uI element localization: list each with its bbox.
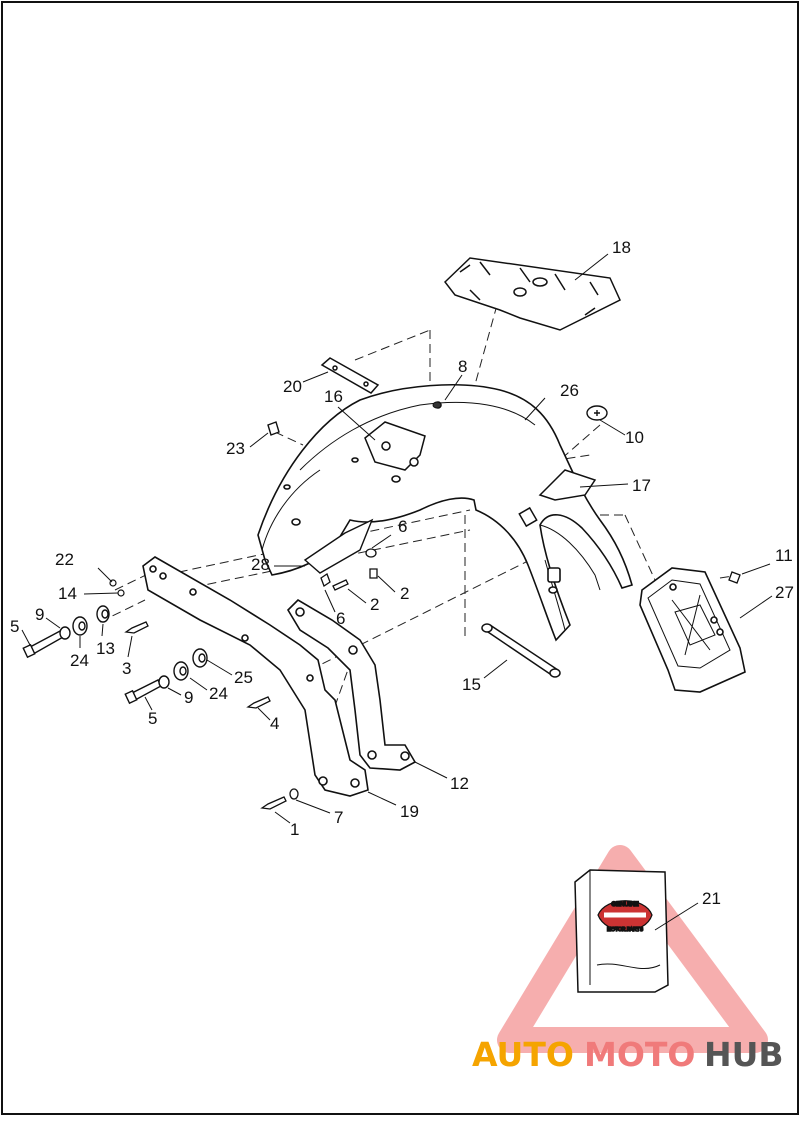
watermark-hub: HUB bbox=[704, 1035, 784, 1074]
part-24-bushing-lower bbox=[173, 661, 189, 681]
part-28-bracket bbox=[303, 518, 374, 574]
part-3-screw bbox=[124, 621, 149, 634]
part-23-screw bbox=[267, 421, 280, 436]
callout-14: 14 bbox=[58, 584, 77, 603]
logo-bottom-text: MOTOR PARTS bbox=[607, 927, 644, 933]
part-13-bushing-upper bbox=[96, 605, 110, 623]
callout-8: 8 bbox=[458, 357, 467, 376]
callout-16: 16 bbox=[324, 387, 343, 406]
callout-4: 4 bbox=[270, 714, 279, 733]
callout-28: 28 bbox=[251, 555, 270, 574]
callout-24-lower: 24 bbox=[209, 684, 228, 703]
part-18-gasket bbox=[443, 257, 621, 331]
watermark-auto: AUTO bbox=[472, 1035, 574, 1074]
watermark-moto: MOTO bbox=[584, 1035, 695, 1074]
part-9-washer-lower bbox=[158, 675, 170, 689]
callout-9-lower: 9 bbox=[184, 688, 193, 707]
callout-12: 12 bbox=[450, 774, 469, 793]
part-5-bolt-lower bbox=[124, 679, 162, 705]
callout-5-lower: 5 bbox=[148, 709, 157, 728]
part-26-fender bbox=[257, 384, 633, 642]
genuine-parts-logo: GENUINE MOTOR PARTS bbox=[597, 900, 653, 934]
callout-7: 7 bbox=[334, 808, 343, 827]
callout-6-upper: 6 bbox=[398, 517, 407, 536]
part-4-screw bbox=[246, 696, 271, 709]
part-7-washer bbox=[289, 788, 299, 800]
part-6-2-fasteners bbox=[320, 548, 378, 591]
callout-19: 19 bbox=[400, 802, 419, 821]
callout-24-upper: 24 bbox=[70, 651, 89, 670]
leader-lines bbox=[21, 253, 773, 931]
part-10-plug bbox=[586, 405, 608, 421]
callout-6-lower: 6 bbox=[336, 609, 345, 628]
callout-22: 22 bbox=[55, 550, 74, 569]
callout-10: 10 bbox=[625, 428, 644, 447]
callout-23: 23 bbox=[226, 439, 245, 458]
callout-labels: 18 8 26 20 16 10 23 17 6 22 28 11 14 2 2… bbox=[10, 238, 794, 908]
callout-26: 26 bbox=[560, 381, 579, 400]
part-1-screw bbox=[260, 796, 287, 810]
part-24-bushing-upper bbox=[72, 616, 88, 636]
part-9-washer-upper bbox=[59, 626, 71, 640]
watermark-text: AUTO MOTO HUB bbox=[472, 1035, 784, 1074]
callout-3: 3 bbox=[122, 659, 131, 678]
callout-1: 1 bbox=[290, 820, 299, 839]
callout-13: 13 bbox=[96, 639, 115, 658]
callout-11: 11 bbox=[775, 546, 793, 565]
part-11-screw bbox=[728, 571, 741, 584]
watermark-triangle bbox=[497, 845, 768, 1053]
callout-2-right: 2 bbox=[400, 584, 409, 603]
part-15-rod bbox=[481, 623, 561, 678]
part-21-box: GENUINE MOTOR PARTS bbox=[574, 869, 669, 993]
callout-27: 27 bbox=[775, 583, 794, 602]
callout-20: 20 bbox=[283, 377, 302, 396]
callout-18: 18 bbox=[612, 238, 631, 257]
callout-5-upper: 5 bbox=[10, 617, 19, 636]
part-16-plate bbox=[364, 421, 426, 471]
part-8-plug bbox=[432, 401, 442, 409]
callout-2-left: 2 bbox=[370, 595, 379, 614]
part-27-plate-bracket bbox=[639, 567, 746, 693]
part-17-bracket bbox=[518, 469, 597, 528]
part-20-bracket bbox=[320, 357, 380, 394]
callout-15: 15 bbox=[462, 675, 481, 694]
callout-21: 21 bbox=[702, 889, 721, 908]
callout-9-upper: 9 bbox=[35, 605, 44, 624]
callout-17: 17 bbox=[632, 476, 651, 495]
logo-top-text: GENUINE bbox=[611, 902, 638, 908]
callout-25: 25 bbox=[234, 668, 253, 687]
part-19-support bbox=[142, 556, 369, 797]
part-25-bushing bbox=[192, 648, 208, 668]
